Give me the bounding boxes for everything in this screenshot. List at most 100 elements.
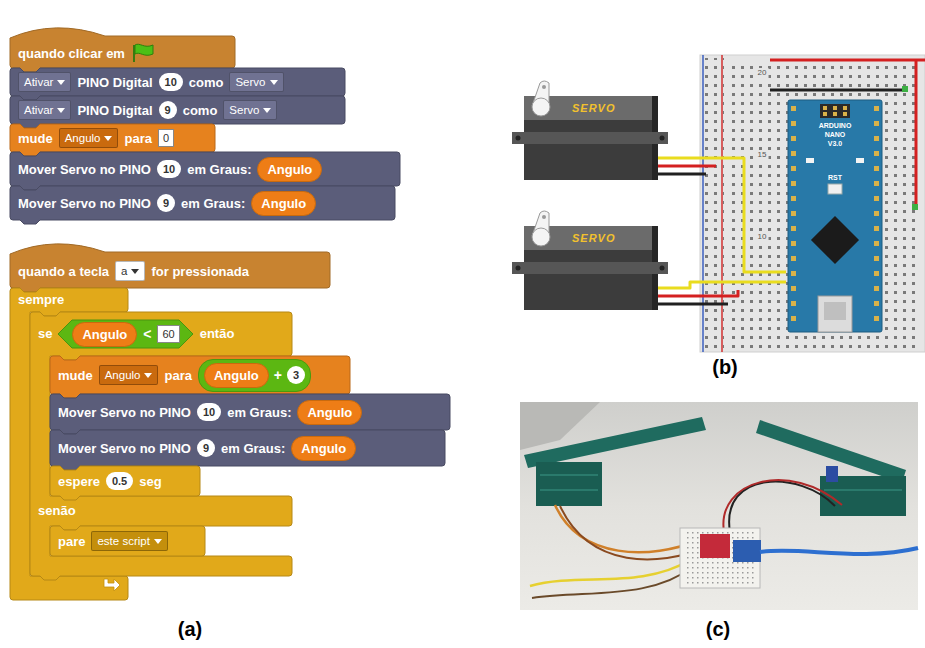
path-shape	[658, 173, 706, 176]
line-shape	[721, 55, 723, 352]
rect-shape	[820, 104, 850, 118]
rect-shape	[874, 181, 879, 186]
rect-shape	[700, 534, 730, 558]
command-block: Mover Servo no PINOem Graus:9Angulo	[50, 430, 445, 466]
path-shape	[555, 505, 700, 552]
polygon-shape	[536, 462, 602, 506]
dropdown-arrow	[104, 136, 112, 141]
rect-shape	[791, 256, 796, 261]
command-block: Mover Servo no PINOem Graus:10Angulo	[50, 394, 450, 430]
mount-hole	[516, 266, 521, 271]
dropdown-arrow	[57, 80, 65, 85]
line-shape	[702, 55, 704, 352]
block-outline	[10, 244, 330, 292]
block-label: mude	[18, 131, 53, 146]
servo-label: SERVO	[572, 101, 616, 115]
command-block: mudeparaAngulo+Angulo3	[50, 356, 350, 394]
block-label: Mover Servo no PINO	[18, 196, 151, 211]
block-label: quando clicar em	[18, 46, 125, 61]
number-input: 9	[159, 101, 177, 119]
rect-shape	[874, 196, 879, 201]
block-label: Angulo	[65, 131, 101, 145]
block-outline	[50, 430, 445, 470]
rect-shape	[791, 226, 796, 231]
line-shape	[540, 474, 598, 476]
prototype-photo	[520, 402, 918, 610]
green-flag-icon	[131, 43, 155, 63]
block-label: para	[124, 131, 151, 146]
block-label: <	[143, 326, 151, 342]
block-label: PINO Digital	[77, 103, 152, 118]
block-label: 9	[165, 103, 171, 117]
variable-reporter: Angulo	[72, 322, 137, 347]
block-label: espere	[58, 474, 100, 489]
block-outline	[58, 320, 193, 348]
arrow-triangle	[144, 373, 152, 378]
block-label: seg	[139, 474, 161, 489]
panel-label: (a)	[178, 618, 202, 640]
dropdown-input: Ativar	[18, 100, 71, 120]
block-label: para	[164, 368, 191, 383]
variable-reporter: Angulo	[291, 436, 356, 461]
block-label: em Graus:	[221, 441, 285, 456]
rect-shape	[520, 402, 918, 610]
servo-flange	[512, 262, 668, 274]
command-block: espere seg 0.5	[50, 466, 200, 496]
rect-shape	[874, 166, 879, 171]
g-shape	[791, 106, 879, 321]
number-input: 0.5	[106, 472, 133, 490]
rect-shape	[791, 151, 796, 156]
block-label: Angulo	[267, 162, 312, 177]
rect-shape	[874, 136, 879, 141]
board-label: V3.0	[828, 139, 842, 148]
rect-shape	[806, 158, 814, 163]
servo-motor: SERVO	[512, 80, 668, 184]
rect-shape	[912, 204, 918, 210]
rect-shape	[902, 86, 908, 92]
block-label: 0.5	[112, 474, 127, 488]
path-shape	[760, 548, 918, 554]
mount-hole	[516, 136, 521, 141]
dropdown-input: Ativar	[18, 72, 71, 92]
command-block: Mover Servo no PINOem Graus:9Angulo	[10, 186, 395, 220]
block-outline	[10, 152, 400, 190]
rect-shape	[874, 301, 879, 306]
row-number: 15	[756, 150, 769, 160]
line-shape	[770, 59, 925, 62]
block-outline	[50, 466, 200, 500]
dropdown-arrow	[131, 269, 139, 274]
block-label: em Graus:	[227, 405, 291, 420]
polygon-shape	[756, 420, 906, 483]
dropdown-arrow	[154, 539, 162, 544]
block-label: a	[121, 264, 127, 278]
rect-shape	[874, 226, 879, 231]
rect-shape	[826, 466, 838, 482]
rect-shape	[843, 106, 847, 110]
block-outline	[50, 526, 205, 556]
command-block: pareeste script	[50, 526, 205, 556]
arrow-triangle	[57, 80, 65, 85]
block-label: em Graus:	[187, 162, 251, 177]
flag-cloth	[135, 44, 153, 55]
rect-shape	[824, 302, 846, 320]
line-shape	[540, 489, 598, 491]
rect-shape	[791, 211, 796, 216]
arduino-nano	[788, 100, 882, 332]
block-label: 0	[163, 131, 169, 145]
block-label: sempre	[18, 292, 64, 308]
board-label: ARDUINO	[819, 121, 852, 130]
block-label: quando a tecla	[18, 264, 109, 279]
block-outline	[10, 124, 215, 156]
value-input: 60	[157, 325, 179, 343]
path-shape	[723, 480, 842, 532]
rect-shape	[874, 121, 879, 126]
number-input: 10	[197, 403, 221, 421]
block-label: Ativar	[24, 103, 53, 117]
block-label: 9	[203, 441, 209, 455]
loop-block: sempreseentãosenão<Angulo60mudeparaAngul…	[10, 288, 128, 600]
rect-shape	[788, 100, 882, 332]
path-shape	[658, 158, 786, 272]
path-shape	[658, 303, 728, 306]
rect-shape	[791, 241, 796, 246]
rect-shape	[874, 271, 879, 276]
